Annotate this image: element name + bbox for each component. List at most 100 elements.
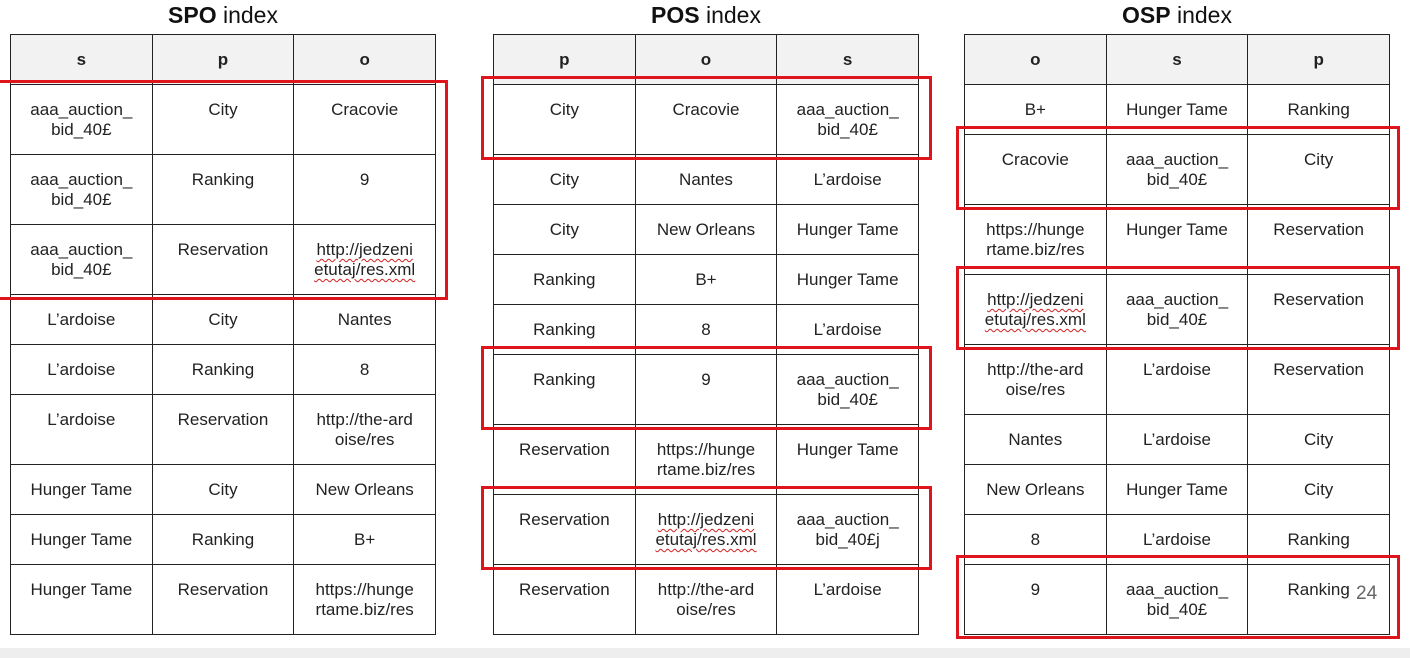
- spo-header-cell: p: [151, 34, 295, 85]
- spo-table-cell: Hunger Tame: [10, 514, 153, 565]
- osp-table-cell: 9: [964, 564, 1107, 635]
- osp-highlight-box-1: [956, 126, 1400, 210]
- spo-table-cell: Ranking: [151, 344, 295, 395]
- spo-highlight-box: [0, 80, 448, 300]
- pos-table-cell: Ranking: [493, 254, 636, 305]
- spo-table-cell: aaa_auction_ bid_40£: [10, 154, 153, 225]
- spo-table-cell: 9: [293, 154, 436, 225]
- spo-table-cell: B+: [293, 514, 436, 565]
- pos-table-cell: L’ardoise: [776, 564, 919, 635]
- pos-table-cell: https://hunge rtame.biz/res: [634, 424, 778, 495]
- pos-table-cell: L’ardoise: [776, 154, 919, 205]
- pos-table-cell: Ranking: [493, 354, 636, 425]
- osp-table-cell: Hunger Tame: [1105, 204, 1249, 275]
- spo-table-cell: Reservation: [151, 394, 295, 465]
- pos-table-cell: aaa_auction_ bid_40£: [776, 354, 919, 425]
- pos-table-cell: B+: [634, 254, 778, 305]
- osp-highlight-box-3: [956, 555, 1400, 639]
- osp-table-cell: L’ardoise: [1105, 344, 1249, 415]
- pos-table-cell: Reservation: [493, 424, 636, 495]
- spo-table-cell: Ranking: [151, 154, 295, 225]
- pos-table-cell: http://the-ard oise/res: [634, 564, 778, 635]
- osp-table-cell: City: [1247, 134, 1390, 205]
- spo-table-cell: Hunger Tame: [10, 564, 153, 635]
- spo-table-cell: City: [151, 84, 295, 155]
- spo-table-cell: aaa_auction_ bid_40£: [10, 224, 153, 295]
- osp-table-cell: Nantes: [964, 414, 1107, 465]
- osp-table-cell: aaa_auction_ bid_40£: [1105, 134, 1249, 205]
- pos-table-cell: City: [493, 84, 636, 155]
- spo-table-cell: City: [151, 464, 295, 515]
- spo-table-cell: L’ardoise: [10, 394, 153, 465]
- spo-table-cell: L’ardoise: [10, 294, 153, 345]
- pos-index-title: POS index: [651, 2, 761, 28]
- pos-highlight-box-1: [481, 76, 932, 160]
- pos-table-cell: Hunger Tame: [776, 424, 919, 495]
- osp-table-cell: aaa_auction_ bid_40£: [1105, 274, 1249, 345]
- osp-table-cell: http://the-ard oise/res: [964, 344, 1107, 415]
- spo-table-cell: 8: [293, 344, 436, 395]
- osp-header-cell: s: [1105, 34, 1249, 85]
- pos-table-cell: http://jedzeni etutaj/res.xml: [634, 494, 778, 565]
- pos-highlight-box-3: [481, 486, 932, 570]
- spo-table-cell: Reservation: [151, 564, 295, 635]
- spo-table-cell: New Orleans: [293, 464, 436, 515]
- spo-table-cell: Cracovie: [293, 84, 436, 155]
- pos-highlight-box-2: [481, 346, 932, 430]
- pos-table-cell: aaa_auction_ bid_40£j: [776, 494, 919, 565]
- spo-index-title: SPO index: [168, 2, 278, 28]
- spo-table-cell: Ranking: [151, 514, 295, 565]
- osp-table-cell: L’ardoise: [1105, 414, 1249, 465]
- pos-table-cell: aaa_auction_ bid_40£: [776, 84, 919, 155]
- spo-header-cell: o: [293, 34, 436, 85]
- osp-header-cell: p: [1247, 34, 1390, 85]
- pos-table-cell: City: [493, 204, 636, 255]
- pos-table-cell: New Orleans: [634, 204, 778, 255]
- page-number: 24: [1356, 583, 1378, 604]
- osp-table-cell: Hunger Tame: [1105, 464, 1249, 515]
- spo-table-cell: Hunger Tame: [10, 464, 153, 515]
- pos-table-cell: Reservation: [493, 494, 636, 565]
- spo-table-cell: aaa_auction_ bid_40£: [10, 84, 153, 155]
- osp-index-title: OSP index: [1122, 2, 1232, 28]
- osp-table-cell: Reservation: [1247, 204, 1390, 275]
- osp-table-cell: City: [1247, 464, 1390, 515]
- pos-table-cell: City: [493, 154, 636, 205]
- osp-table-cell: Reservation: [1247, 344, 1390, 415]
- pos-table-cell: Reservation: [493, 564, 636, 635]
- slide-bottom-band: [0, 648, 1410, 658]
- spo-table-cell: Reservation: [151, 224, 295, 295]
- spo-table-cell: http://the-ard oise/res: [293, 394, 436, 465]
- spo-header-cell: s: [10, 34, 153, 85]
- osp-header-cell: o: [964, 34, 1107, 85]
- osp-table-cell: City: [1247, 414, 1390, 465]
- spo-table-cell: Nantes: [293, 294, 436, 345]
- osp-table-cell: https://hunge rtame.biz/res: [964, 204, 1107, 275]
